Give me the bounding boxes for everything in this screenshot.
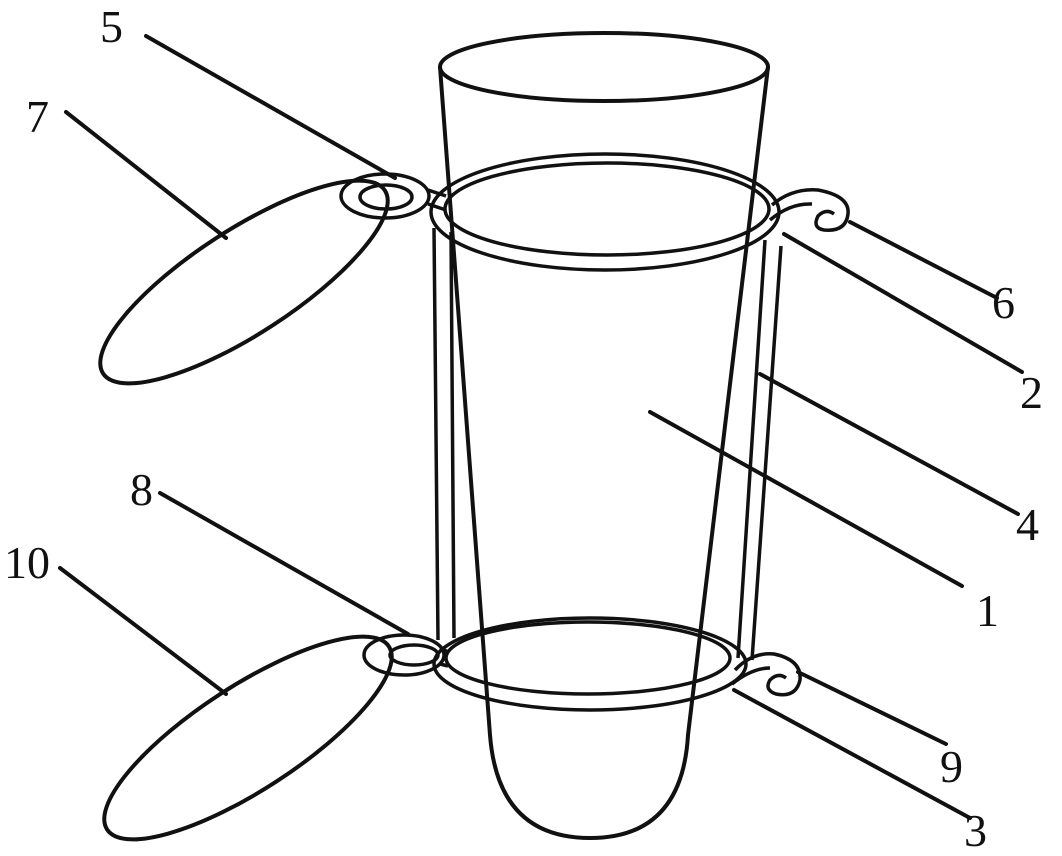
callout-5: 5 <box>100 1 123 52</box>
upper-ring-inner <box>443 161 771 257</box>
lower-left-eyelet-outer <box>362 633 446 677</box>
lower-loop <box>102 634 394 842</box>
leader-10 <box>58 566 228 696</box>
callout-6: 6 <box>992 277 1015 328</box>
lower-hook-neck <box>730 666 771 686</box>
callout-9: 9 <box>940 741 963 792</box>
leader-9 <box>796 670 948 746</box>
tube-mouth <box>438 31 770 103</box>
tube-body <box>438 65 770 840</box>
left-rod <box>432 227 456 641</box>
lower-ring-outer <box>432 616 748 712</box>
upper-ring-outer <box>429 152 781 272</box>
callout-8: 8 <box>130 464 153 515</box>
leader-4 <box>758 372 1020 516</box>
leader-5 <box>144 34 397 180</box>
leader-lines <box>58 34 1024 820</box>
leader-2 <box>782 232 1024 374</box>
lower-right-hook <box>730 652 802 697</box>
callout-1: 1 <box>976 585 999 636</box>
upper-left-eyelet-neck <box>427 188 447 212</box>
upper-left-eyelet <box>98 172 447 386</box>
upper-hook-shape <box>770 188 850 232</box>
lower-ring <box>432 616 748 712</box>
lower-ring-inner <box>444 620 732 696</box>
leader-1 <box>648 410 964 588</box>
callout-2: 2 <box>1020 367 1043 418</box>
upper-hook-neck <box>768 202 813 222</box>
lower-left-eyelet <box>102 633 449 842</box>
lower-left-eyelet-neck <box>439 646 449 668</box>
upper-ring <box>429 152 781 272</box>
lower-left-eyelet-inner <box>388 643 440 667</box>
leader-6 <box>848 220 999 300</box>
callout-4: 4 <box>1016 499 1039 550</box>
upper-loop <box>98 178 390 386</box>
support-rods <box>432 227 783 661</box>
callout-10: 10 <box>4 537 50 588</box>
leader-3 <box>732 688 972 820</box>
right-rod <box>736 239 783 661</box>
tube <box>438 31 770 840</box>
leader-7 <box>64 110 228 240</box>
lower-hook-shape <box>733 652 802 697</box>
callout-3: 3 <box>964 805 987 856</box>
leader-8 <box>158 491 410 636</box>
callout-labels: 5 7 6 2 4 1 8 10 9 3 <box>4 1 1043 856</box>
upper-right-hook <box>768 188 850 232</box>
callout-7: 7 <box>26 91 49 142</box>
